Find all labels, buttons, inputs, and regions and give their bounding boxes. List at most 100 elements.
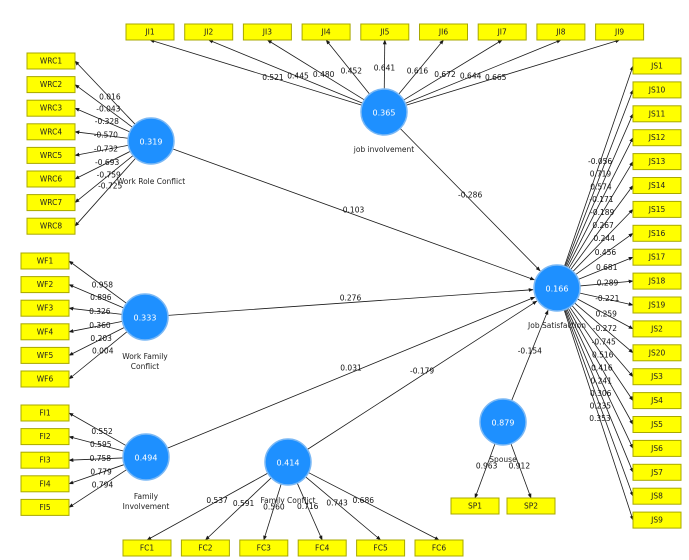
loading-arrow-wrc3 [74, 107, 131, 133]
indicator-box [595, 23, 645, 41]
loading-wf4: 0.360 [89, 321, 111, 330]
indicator-wrc1[interactable]: WRC1 [26, 52, 76, 70]
indicator-label: FC3 [257, 544, 272, 553]
loading-wf5: 0.203 [90, 334, 112, 343]
indicator-js16[interactable]: JS16 [632, 224, 682, 242]
indicator-label: FI3 [39, 456, 51, 465]
indicator-ji7[interactable]: JI7 [477, 23, 527, 41]
indicator-wrc6[interactable]: WRC6 [26, 170, 76, 188]
indicator-fc6[interactable]: FC6 [414, 539, 464, 557]
indicator-label: JS9 [650, 516, 663, 525]
indicator-box [122, 539, 172, 557]
indicator-ji6[interactable]: JI6 [419, 23, 468, 41]
indicator-wf6[interactable]: WF6 [20, 370, 70, 388]
indicator-label: JS20 [648, 348, 666, 357]
indicator-js6[interactable]: JS6 [632, 439, 682, 457]
construct-r-squared: 0.414 [277, 459, 300, 468]
indicator-label: SP1 [468, 502, 482, 511]
indicator-js13[interactable]: JS13 [632, 153, 682, 171]
indicator-fi1[interactable]: FI1 [20, 404, 70, 422]
indicator-ji4[interactable]: JI4 [301, 23, 351, 41]
indicator-fc3[interactable]: FC3 [239, 539, 289, 557]
indicator-ji8[interactable]: JI8 [536, 23, 586, 41]
indicator-js15[interactable]: JS15 [632, 200, 682, 218]
indicator-ji3[interactable]: JI3 [242, 23, 292, 41]
loading-wrc6: -0.693 [95, 158, 119, 167]
construct-r-squared: 0.319 [140, 138, 163, 147]
indicator-box [632, 511, 682, 529]
indicator-ji2[interactable]: JI2 [184, 23, 234, 41]
loading-js17: 0.681 [596, 263, 618, 272]
indicator-box [632, 368, 682, 386]
loading-arrow-fi3 [68, 457, 124, 462]
indicator-fc5[interactable]: FC5 [356, 539, 406, 557]
indicator-label: JS11 [648, 109, 666, 118]
indicator-wrc2[interactable]: WRC2 [26, 76, 76, 94]
indicator-js1[interactable]: JS1 [632, 57, 682, 75]
indicator-sp2[interactable]: SP2 [506, 497, 556, 515]
indicator-sp1[interactable]: SP1 [450, 497, 500, 515]
indicator-js4[interactable]: JS4 [632, 392, 682, 410]
loading-arrow-fc6 [308, 472, 440, 541]
indicator-wf2[interactable]: WF2 [20, 276, 70, 294]
loading-js8: 0.235 [590, 402, 612, 411]
indicator-label: WF4 [37, 327, 54, 336]
indicator-js7[interactable]: JS7 [632, 463, 682, 481]
indicator-wf3[interactable]: WF3 [20, 299, 70, 317]
indicator-ji9[interactable]: JI9 [595, 23, 645, 41]
indicator-js8[interactable]: JS8 [632, 487, 682, 505]
construct-circle [360, 88, 408, 136]
indicator-js9[interactable]: JS9 [632, 511, 682, 529]
loading-arrow-js14 [570, 185, 634, 270]
indicator-fi5[interactable]: FI5 [20, 498, 70, 516]
indicator-wrc5[interactable]: WRC5 [26, 146, 76, 164]
indicator-js11[interactable]: JS11 [632, 105, 682, 123]
indicator-js17[interactable]: JS17 [632, 248, 682, 266]
indicator-js2[interactable]: JS2 [632, 320, 682, 338]
indicator-fi2[interactable]: FI2 [20, 428, 70, 446]
path-job-involvement-to-job-satisfaction [399, 128, 541, 272]
loading-wf2: 0.896 [90, 293, 112, 302]
indicator-fc4[interactable]: FC4 [297, 539, 347, 557]
loading-js19: -0.221 [595, 294, 619, 303]
indicator-js10[interactable]: JS10 [632, 81, 682, 99]
indicator-js19[interactable]: JS19 [632, 296, 682, 314]
loading-ji5: 0.641 [374, 63, 396, 72]
construct-r-squared: 0.166 [546, 285, 569, 294]
indicator-fi3[interactable]: FI3 [20, 451, 70, 469]
indicator-fc1[interactable]: FC1 [122, 539, 172, 557]
path-family-conflict-to-job-satisfaction [307, 300, 538, 450]
indicator-label: WF1 [37, 257, 54, 266]
indicator-wrc4[interactable]: WRC4 [26, 123, 76, 141]
indicator-fi4[interactable]: FI4 [20, 475, 70, 493]
indicator-js20[interactable]: JS20 [632, 344, 682, 362]
indicator-wf1[interactable]: WF1 [20, 252, 70, 270]
indicator-label: FC5 [373, 544, 388, 553]
indicator-box [632, 105, 682, 123]
indicator-wrc3[interactable]: WRC3 [26, 99, 76, 117]
indicator-fc2[interactable]: FC2 [180, 539, 230, 557]
indicator-js18[interactable]: JS18 [632, 272, 682, 290]
indicator-js14[interactable]: JS14 [632, 177, 682, 194]
indicator-js3[interactable]: JS3 [632, 368, 682, 386]
indicator-ji5[interactable]: JI5 [360, 23, 410, 41]
indicator-js5[interactable]: JS5 [632, 416, 682, 433]
loading-arrow-fc4 [296, 482, 323, 541]
indicator-box [20, 276, 70, 294]
indicator-box [632, 224, 682, 242]
indicator-wrc7[interactable]: WRC7 [26, 194, 76, 212]
indicator-js12[interactable]: JS12 [632, 129, 682, 147]
indicator-label: WRC6 [40, 175, 62, 184]
indicator-box [26, 52, 76, 70]
indicator-wrc8[interactable]: WRC8 [26, 217, 76, 235]
indicator-ji1[interactable]: JI1 [125, 23, 175, 41]
indicator-wf5[interactable]: WF5 [20, 346, 70, 364]
indicator-wf4[interactable]: WF4 [20, 323, 70, 341]
